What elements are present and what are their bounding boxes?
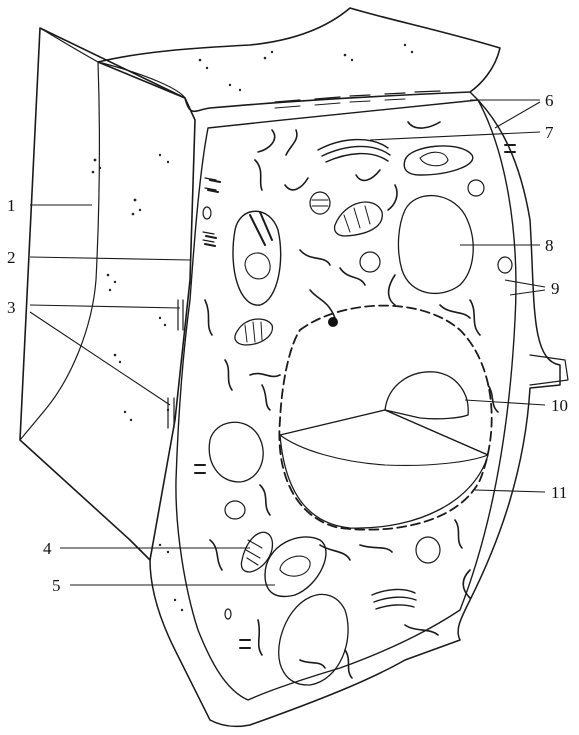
- wall-texture: [92, 44, 414, 611]
- labels: 1 2 3 4 5 6 7 8 9 10 11: [7, 91, 568, 595]
- label-7: 7: [545, 123, 554, 142]
- label-5: 5: [52, 576, 61, 595]
- leader-3a: [30, 305, 180, 308]
- leader-7: [370, 132, 540, 140]
- leader-2: [30, 257, 190, 260]
- label-6: 6: [545, 91, 554, 110]
- label-1: 1: [7, 196, 16, 215]
- leader-9a: [505, 280, 545, 287]
- label-8: 8: [545, 236, 554, 255]
- label-9: 9: [551, 279, 560, 298]
- leader-lines: [30, 100, 545, 585]
- leader-6b: [495, 102, 540, 128]
- nucleus: [279, 306, 491, 530]
- label-3: 3: [7, 298, 16, 317]
- organelles: [195, 122, 515, 685]
- leader-3b: [30, 312, 170, 405]
- label-11: 11: [551, 483, 567, 502]
- leader-11: [475, 490, 545, 492]
- label-2: 2: [7, 248, 16, 267]
- label-4: 4: [43, 539, 52, 558]
- label-10: 10: [551, 396, 568, 415]
- cell-wall: [20, 8, 568, 726]
- leader-10: [465, 400, 545, 405]
